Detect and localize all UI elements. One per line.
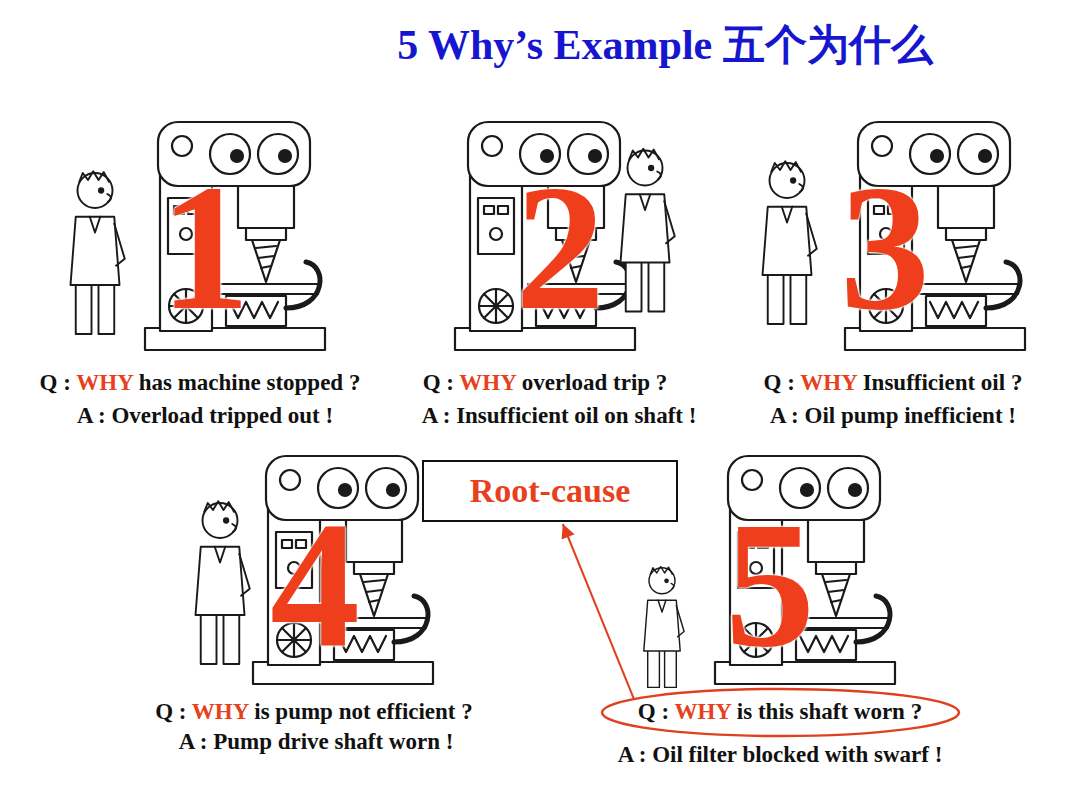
question-answer-text: A : Overload tripped out ! [77,403,333,429]
text-run: WHY [459,370,516,395]
text-run: Q : [155,699,192,724]
text-run: A : Insufficient oil on shaft ! [422,403,697,428]
text-run: Root-cause [470,472,631,509]
text-run: WHY [674,699,731,724]
callout-number: 5 [725,495,815,675]
text-run: 4 [270,485,360,684]
text-run: 5 [725,485,815,684]
machine-figure [253,456,433,684]
highlight-ellipse: Q : WHY is this shaft worn ? [600,687,961,738]
text-run: WHY [800,370,857,395]
callout-number: 2 [515,158,605,338]
connector-arrow [563,524,634,699]
node-text: Root-cause [470,471,631,510]
root-cause-box: Root-cause [422,460,678,522]
man-figure [71,171,125,334]
text-run: is this shaft worn ? [731,699,922,724]
node-text: Q : WHY is this shaft worn ? [638,699,922,725]
callout-number: 4 [270,495,360,675]
text-run: A : Overload tripped out ! [77,403,333,428]
text-run: Q : [638,699,675,724]
text-run: Q : [423,370,460,395]
text-run: A : Oil pump inefficient ! [770,403,1016,428]
question-answer-text: Q : WHY overload trip ? [423,370,668,396]
text-run: A : Pump drive shaft worn ! [179,729,454,754]
text-run: has machine stopped ? [133,370,360,395]
man-figure [196,501,250,664]
machine-figure [715,456,895,684]
question-answer-text: A : Oil filter blocked with swarf ! [618,742,943,768]
question-answer-text: Q : WHY is pump not efficient ? [155,699,473,725]
callout-number: 1 [160,158,250,338]
callout-number: 3 [840,158,930,338]
text-run: Insufficient oil ? [857,370,1022,395]
question-answer-text: Q : WHY Insufficient oil ? [764,370,1023,396]
question-answer-text: A : Pump drive shaft worn ! [179,729,454,755]
text-run: WHY [192,699,249,724]
machine-figure [455,122,635,350]
text-run: 3 [840,148,930,347]
text-run: WHY [76,370,133,395]
text-run: 1 [160,148,250,347]
title: 5 Why’s Example 五个为什么 [290,20,1040,70]
text-run: A : Oil filter blocked with swarf ! [618,742,943,767]
text-run: Q : [40,370,77,395]
text-run: overload trip ? [516,370,667,395]
text-run: Q : [764,370,801,395]
text-run: 2 [515,148,605,347]
question-answer-text: Q : WHY has machine stopped ? [40,370,361,396]
question-answer-text: A : Oil pump inefficient ! [770,403,1016,429]
text-run: is pump not efficient ? [249,699,473,724]
man-figure [763,161,817,324]
machine-figure [145,122,325,350]
man-figure [644,567,684,688]
question-answer-text: A : Insufficient oil on shaft ! [422,403,697,429]
ellipse-outline [602,689,959,736]
man-figure [621,149,675,312]
